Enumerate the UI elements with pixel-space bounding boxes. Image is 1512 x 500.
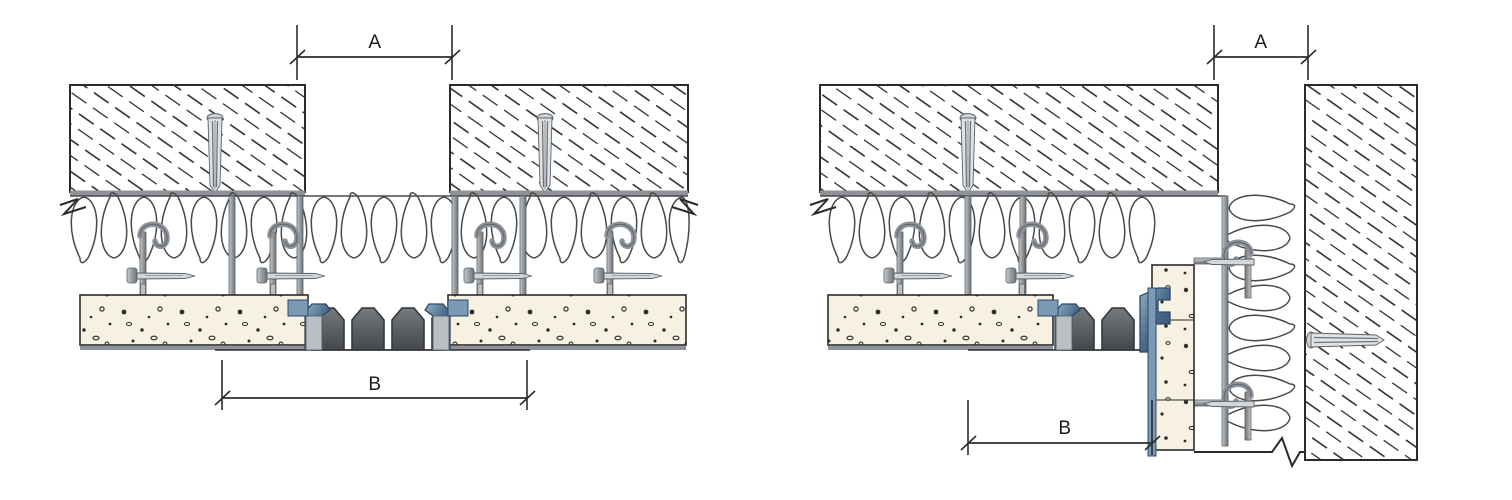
dimension-b-right: B: [960, 400, 1161, 455]
break-symbol-left: [809, 198, 837, 217]
concrete-slab-left: [819, 84, 1219, 193]
dimension-label-b: B: [368, 374, 381, 395]
screed-layer-right: [447, 294, 687, 346]
bellows-expansion-joint: [287, 299, 469, 351]
screed-layer-left: [79, 294, 309, 346]
right-view-floor-to-wall-joint: A: [809, 25, 1418, 469]
break-symbol-bottom: [1194, 435, 1305, 469]
dimension-label-a: A: [368, 32, 381, 53]
dimension-a-right: A: [1206, 25, 1317, 80]
dimension-b-left: B: [214, 360, 536, 410]
screed-layer-horizontal: [827, 294, 1054, 346]
break-symbol-right: [671, 198, 699, 217]
concrete-slab-right: [449, 84, 689, 193]
wall-hanger-top: [1202, 239, 1255, 299]
concrete-slab-left: [69, 84, 306, 193]
bellows-expansion-joint: [1037, 287, 1171, 457]
wall-hanger-bottom: [1202, 381, 1255, 441]
dimension-label-b: B: [1058, 418, 1071, 439]
concrete-wall-right: [1304, 84, 1418, 461]
left-view-floor-to-floor-joint: A: [59, 25, 699, 410]
dimension-label-a: A: [1254, 32, 1267, 53]
dimension-a-left: A: [289, 25, 461, 80]
break-symbol-left: [59, 198, 87, 217]
